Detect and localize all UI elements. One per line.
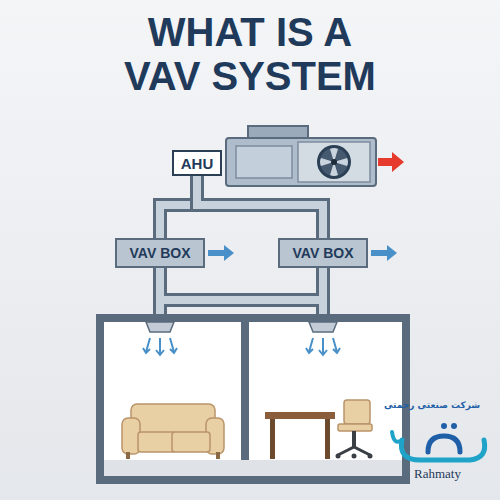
supply-arrow xyxy=(378,152,404,172)
duct xyxy=(197,176,323,238)
company-name: شرکت صنعتی رحمتی xyxy=(384,400,480,410)
duct-stroke xyxy=(197,176,323,238)
airflow-arrow xyxy=(143,338,340,355)
box-label: AHU xyxy=(181,155,214,172)
desk xyxy=(265,412,335,459)
box-label: VAV BOX xyxy=(293,245,354,261)
airflow-arrow xyxy=(208,245,397,261)
building xyxy=(100,318,406,480)
ahu-unit xyxy=(226,126,404,186)
vav-box: VAV BOX xyxy=(278,238,368,268)
title: WHAT IS A VAV SYSTEM xyxy=(112,10,388,98)
brand-name: Rahmaty xyxy=(414,466,461,482)
vav-box: VAV BOX xyxy=(115,238,205,268)
ahu-label: AHU xyxy=(172,150,222,176)
box-label: VAV BOX xyxy=(130,245,191,261)
diffuser xyxy=(146,322,337,332)
chair xyxy=(336,400,373,459)
duct-stroke xyxy=(197,176,323,238)
sofa xyxy=(122,404,224,459)
logo-mark xyxy=(392,423,485,460)
duct xyxy=(160,268,323,318)
